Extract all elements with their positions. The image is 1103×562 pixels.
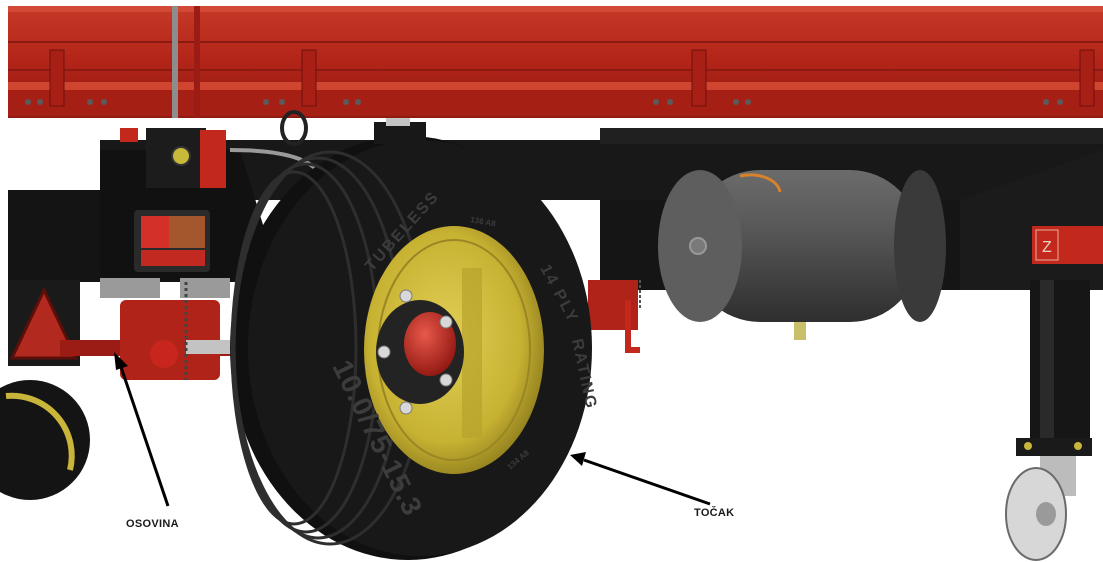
axle-label: OSOVINA: [126, 518, 179, 530]
chassis-bracket: [588, 280, 641, 353]
air-tank: [658, 170, 946, 340]
axle: [60, 278, 260, 380]
cargo-body: [8, 6, 1103, 118]
wheel-label: TOČAK: [694, 507, 735, 519]
caster-wheel-icon: [1005, 438, 1092, 561]
plate-letter: Z: [1042, 239, 1052, 256]
tail-light-icon: [134, 210, 210, 272]
plate-area: Z: [1032, 226, 1103, 264]
wheel-arrow-icon: [570, 452, 711, 506]
main-wheel: TUBELESS 136 A8 14 PLY RATING 10.0/75-15…: [230, 136, 600, 560]
tire-load-text: 136 A8: [470, 215, 497, 228]
left-wheel: [0, 380, 90, 500]
axle-arrow-icon: [114, 352, 170, 507]
